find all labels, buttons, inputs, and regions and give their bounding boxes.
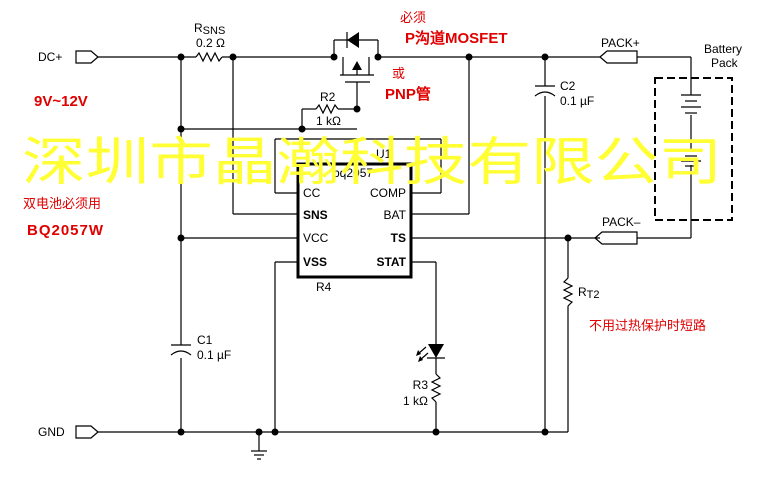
c2-value: 0.1 µF [560,94,594,108]
port-gnd: GND [38,425,99,439]
note-voltage: 9V~12V [34,93,88,110]
r3-value: 1 kΩ [403,394,428,408]
port-pack-plus-label: PACK+ [601,36,640,50]
led-diode-icon [428,344,444,358]
note-or: 或 [392,67,405,82]
pin-bat: BAT [384,208,407,222]
r2-value: 1 kΩ [316,114,341,128]
rt2-subscript: T2 [587,289,600,301]
r2-name: R2 [320,90,336,104]
rsns-value: 0.2 Ω [196,36,225,50]
port-dc-plus-label: DC+ [38,50,62,64]
c1-value: 0.1 µF [197,348,231,362]
junctions [177,53,572,436]
pin-ts: TS [391,231,406,245]
capacitor-c2: C2 0.1 µF [534,79,594,108]
note-dual-part: BQ2057W [27,222,104,239]
battery-pack: Battery Pack [654,42,742,221]
resistor-r2: R2 1 kΩ [315,90,341,128]
u1-ref: U1 [376,147,392,161]
capacitor-c1: C1 0.1 µF [170,333,231,362]
thermistor-rt2: RT2 [562,277,600,307]
pin-sns: SNS [303,208,328,222]
body-diode-icon [347,32,359,48]
ground-icon [251,450,267,460]
pin-comp: COMP [370,186,406,200]
mosfet-p-channel [333,32,379,83]
note-pnp: PNP管 [385,85,431,103]
note-pmos: P沟道MOSFET [405,29,508,47]
pin-vss: VSS [303,255,327,269]
port-pack-plus: PACK+ [599,36,640,64]
pin-vcc: VCC [303,231,329,245]
annotations: 必须 P沟道MOSFET 或 PNP管 9V~12V 双电池必须用 BQ2057… [23,11,706,334]
ic-u1: U1 bq2057 CC SNS VCC VSS COMP BAT TS STA… [296,147,413,294]
wires [98,56,692,451]
mosfet-arrow-icon [352,61,362,70]
port-dc-plus: DC+ [38,50,99,64]
port-pack-minus-label: PACK– [602,215,641,229]
resistor-rsns: RSNS 0.2 Ω [194,21,225,63]
light-emission-icon [416,346,429,362]
battery-label-line1: Battery [704,42,742,56]
c1-name: C1 [197,333,213,347]
r4-name: R4 [316,280,332,294]
port-pack-minus: PACK– [594,215,641,245]
note-dual-cell: 双电池必须用 [23,197,101,212]
rt2-name: R [578,285,587,299]
pin-cc: CC [303,186,321,200]
r3-name: R3 [413,378,429,392]
battery-label-line2: Pack [711,56,739,70]
rsns-subscript: SNS [203,25,226,37]
c2-name: C2 [560,79,576,93]
watermark: 深圳市晶瀚科技有限公司 [22,133,722,193]
svg-text:RSNS: RSNS [194,21,225,37]
note-no-thermal: 不用过热保护时短路 [589,318,706,334]
pin-stat: STAT [376,255,406,269]
resistor-r3: R3 1 kΩ [403,373,442,408]
u1-part: bq2057 [333,166,373,180]
port-gnd-label: GND [38,425,65,439]
led [416,344,445,362]
rsns-name: R [194,21,203,35]
note-must: 必须 [400,11,426,26]
svg-text:RT2: RT2 [578,285,600,301]
